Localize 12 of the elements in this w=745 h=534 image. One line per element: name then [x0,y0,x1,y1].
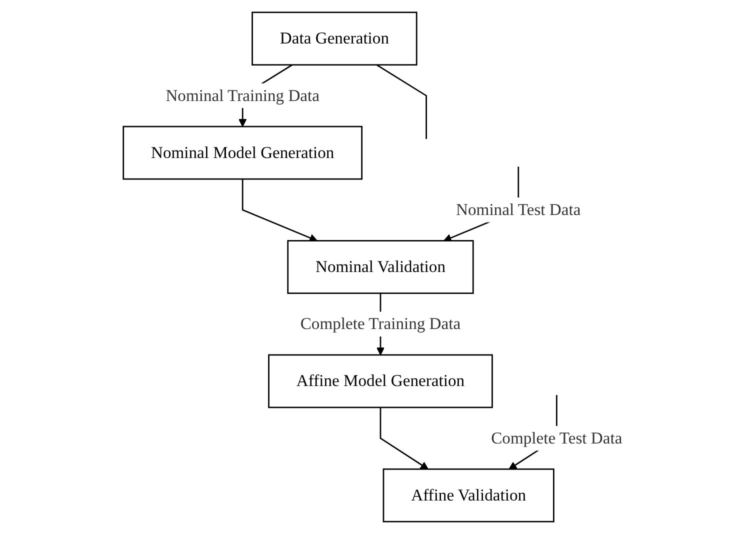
arrow [242,179,318,242]
edge-label: Complete Training Data [300,314,460,333]
node-box: Nominal Validation [286,240,474,294]
connector [376,64,427,139]
arrow [380,407,428,470]
node-box: Nominal Model Generation [122,126,362,180]
node-box: Affine Validation [382,468,554,522]
edge-label: Nominal Training Data [165,86,320,104]
edge-label: Nominal Test Data [456,200,580,219]
node-box: Data Generation [251,12,417,66]
node-box: Affine Model Generation [268,354,493,408]
edge-label: Complete Test Data [490,428,622,448]
